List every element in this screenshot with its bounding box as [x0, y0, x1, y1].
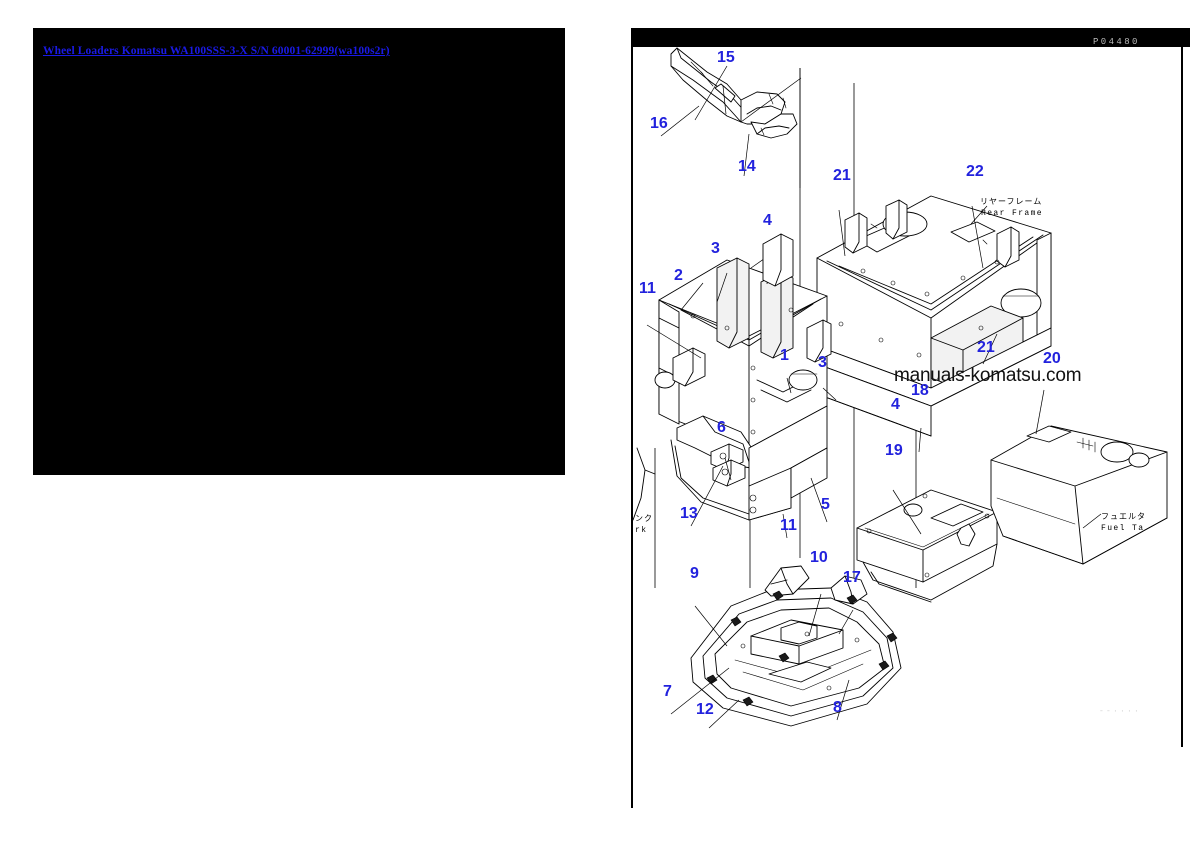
part-front-frame [654, 257, 832, 521]
part-20-fuel-tank [990, 425, 1168, 565]
callout-number-8: 8 [833, 699, 842, 716]
exploded-parts-illustration [632, 47, 1168, 729]
callout-number-16: 16 [650, 115, 668, 132]
callout-number-22: 22 [966, 163, 984, 180]
document-title-link[interactable]: Wheel Loaders Komatsu WA100SSS-3-X S/N 6… [43, 45, 390, 57]
callout-number-18: 18 [911, 382, 929, 399]
left-cut-label-jp: ンク [635, 514, 653, 523]
rear-frame-label-jp: リヤーフレーム [980, 197, 1043, 206]
callout-number-15: 15 [717, 49, 735, 66]
callout-number-20: 20 [1043, 350, 1061, 367]
callout-number-13: 13 [680, 505, 698, 522]
watermark-text: manuals-komatsu.com [894, 365, 1082, 386]
part-4-bracket [762, 233, 794, 287]
callout-number-6: 6 [717, 419, 726, 436]
parts-diagram-sheet: P04480 --···· [631, 28, 1190, 808]
callout-number-11: 11 [639, 280, 656, 297]
callout-number-17: 17 [843, 569, 861, 586]
part-bottom-guard [690, 565, 902, 727]
callout-number-11: 11 [780, 517, 797, 534]
document-thumbnail-panel: Wheel Loaders Komatsu WA100SSS-3-X S/N 6… [33, 28, 565, 475]
callout-number-1: 1 [780, 347, 789, 364]
callout-number-21: 21 [833, 167, 851, 184]
callout-number-21: 21 [977, 339, 995, 356]
rear-frame-label-en: Rear Frame [981, 209, 1044, 218]
sheet-header-bar [631, 28, 1190, 47]
callout-number-3: 3 [711, 240, 720, 257]
callout-number-9: 9 [690, 565, 699, 582]
callout-number-3: 3 [818, 354, 827, 371]
callout-number-4: 4 [891, 396, 900, 413]
callout-number-12: 12 [696, 701, 714, 718]
part-19-cover-plate [856, 489, 998, 603]
part-upper-bracket [670, 47, 798, 139]
callout-number-19: 19 [885, 442, 903, 459]
sheet-footer-code-label: --···· [1099, 707, 1142, 716]
part-rear-frame [816, 195, 1052, 407]
callout-number-10: 10 [810, 549, 828, 566]
callout-number-7: 7 [663, 683, 672, 700]
callout-number-5: 5 [821, 496, 830, 513]
callout-number-14: 14 [738, 158, 756, 175]
sheet-code-label: P04480 [1093, 37, 1140, 47]
left-cut-label-en: rk [635, 526, 648, 535]
sheet-right-border [1181, 47, 1183, 747]
fuel-tank-label-jp: フュエルタ [1101, 512, 1146, 521]
fuel-tank-label-en: Fuel Ta [1101, 524, 1145, 533]
part-left-cut-fragment [632, 447, 646, 521]
callout-number-2: 2 [674, 267, 683, 284]
callout-number-4: 4 [763, 212, 772, 229]
sheet-left-border [631, 47, 633, 808]
